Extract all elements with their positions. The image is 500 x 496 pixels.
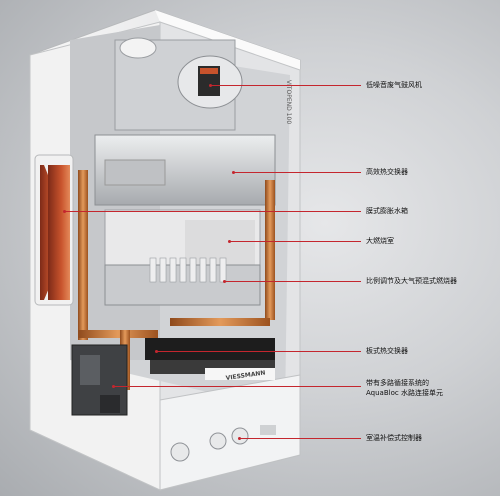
- front-panel: [159, 368, 301, 491]
- leader-dot-aquabloc: [112, 385, 115, 388]
- fan-assembly: [114, 37, 243, 131]
- expansion-vessel: [34, 154, 74, 306]
- side-brand-text: VITOPEND 100: [285, 80, 292, 124]
- label-burner: 比例调节及大气预混式燃烧器: [366, 277, 457, 285]
- label-aquabloc-line2: AquaBloc 水路连接单元: [366, 389, 443, 397]
- label-fan: 低噪音废气鼓风机: [366, 81, 422, 89]
- leader-dot-chamber: [228, 240, 231, 243]
- leader-dot-control: [238, 437, 241, 440]
- leader-line-fan: [211, 85, 361, 86]
- label-plate-heat-exchanger: 板式热交换器: [366, 347, 408, 355]
- leader-dot-burner: [223, 280, 226, 283]
- label-controller: 室温补偿式控制器: [366, 434, 422, 442]
- leader-line-aquabloc: [114, 386, 361, 387]
- leader-dot-plate: [155, 350, 158, 353]
- boiler-interior: [34, 25, 290, 416]
- label-heat-exchanger: 高效热交换器: [366, 168, 408, 176]
- leader-dot-hx: [232, 171, 235, 174]
- burner: [104, 257, 261, 306]
- leader-line-expansion: [65, 211, 361, 212]
- aquabloc-unit: [71, 344, 128, 416]
- heat-exchanger: [94, 134, 276, 206]
- leader-dot-expansion: [63, 210, 66, 213]
- leader-line-burner: [225, 281, 361, 282]
- leader-line-control: [240, 438, 361, 439]
- label-combustion-chamber: 大燃烧室: [366, 237, 394, 245]
- leader-dot-fan: [209, 84, 212, 87]
- label-aquabloc-line1: 带有多路循接系统的: [366, 379, 429, 387]
- label-expansion-vessel: 膜式膨胀水箱: [366, 207, 408, 215]
- leader-line-chamber: [230, 241, 361, 242]
- leader-line-hx: [234, 172, 361, 173]
- leader-line-plate: [157, 351, 361, 352]
